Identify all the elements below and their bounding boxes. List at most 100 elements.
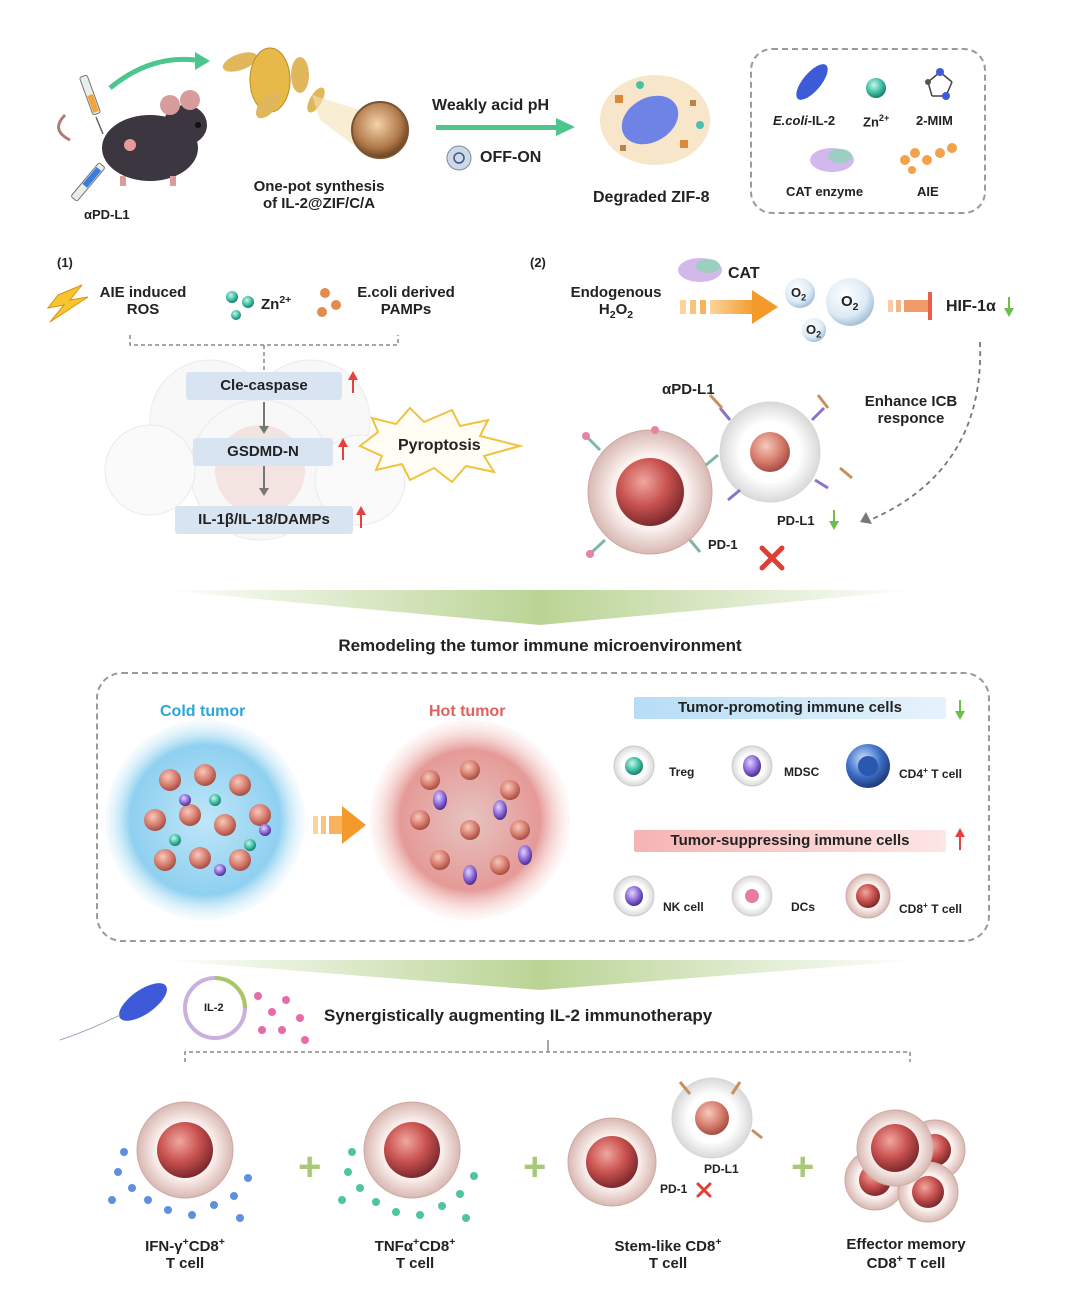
transition-funnel <box>160 590 920 625</box>
ifn-sup: + <box>182 1236 189 1248</box>
2-mim-molecule-icon <box>925 68 953 100</box>
o2-label: O2 <box>806 322 821 340</box>
cold-tumor-cells <box>144 764 271 876</box>
nk-cell-label: NK cell <box>663 900 704 914</box>
cross-icon <box>696 1182 712 1198</box>
stem-like-line: Stem-like CD8+ <box>580 1236 756 1255</box>
il-2-particles <box>254 992 309 1044</box>
dcs-label: DCs <box>791 900 816 914</box>
stem-like-sup: + <box>715 1236 722 1248</box>
cd8-sup: + <box>896 1253 903 1265</box>
plus-icon: + <box>298 1145 321 1189</box>
effector-memory-line: Effector memory <box>846 1236 966 1253</box>
hif1a-label: HIF-1α <box>946 298 996 315</box>
plus-icon: + <box>523 1145 546 1189</box>
effector-memory-cells-icon <box>844 1109 966 1223</box>
o-text: O <box>791 285 802 300</box>
injection-arrow <box>108 56 196 90</box>
arrowhead-icon <box>556 118 575 136</box>
legend-cat-label: CAT enzyme <box>786 184 864 199</box>
panel-2-tag: (2) <box>530 255 546 270</box>
off-on-label: OFF-ON <box>480 149 542 166</box>
syringe-icon <box>79 74 104 135</box>
components-legend-box <box>750 48 986 214</box>
plus-icon: + <box>791 1145 814 1189</box>
aie-molecule-icon <box>900 143 957 174</box>
o2-label: O2 <box>841 293 859 313</box>
synthesis-line: One-pot synthesis <box>253 178 385 195</box>
panel-1-tag: (1) <box>57 255 73 270</box>
tnf-line: TNFα+CD8+ <box>340 1236 490 1255</box>
tumor-promoting-band: Tumor-promoting immune cells <box>634 697 946 719</box>
pamps-line: E.coli derived <box>357 284 455 301</box>
legend-zinc-label: Zn2+ <box>863 113 889 129</box>
cle-caspase-box: Cle-caspase <box>186 372 342 400</box>
ecoli-icon <box>119 983 167 1021</box>
receptor-icon <box>586 436 719 554</box>
pd-1-label: PD-1 <box>660 1182 688 1196</box>
oxygen-bubble <box>785 278 815 308</box>
cat-enzyme-icon <box>810 148 854 172</box>
cat-label: CAT <box>728 265 760 282</box>
ifn-gamma-particles <box>108 1148 252 1222</box>
o-sub: 2 <box>816 329 822 340</box>
tme-box <box>96 672 990 942</box>
tumor-suppressing-band: Tumor-suppressing immune cells <box>634 830 946 852</box>
bracket-dashed <box>129 335 399 346</box>
o-sub: 2 <box>852 301 859 313</box>
zn-text: Zn <box>261 296 280 313</box>
degraded-zif8-icon <box>600 75 710 165</box>
legend-ecoli-italic: E.coli <box>773 113 808 128</box>
reaction-arrow <box>436 125 556 130</box>
hot-tumor-label: Hot tumor <box>429 703 506 720</box>
cd8-t-cell-label: CD8+ T cell <box>899 900 962 916</box>
remodeling-title: Remodeling the tumor immune microenviron… <box>338 636 742 655</box>
stem-like-text: Stem-like CD8 <box>614 1238 716 1255</box>
hot-tumor-cells <box>410 760 532 885</box>
arrowhead-icon <box>195 52 210 70</box>
cold-tumor-icon <box>105 720 305 920</box>
bracket-dashed <box>184 1051 911 1062</box>
cd8-sup: + <box>218 1236 225 1248</box>
burst-icon <box>358 406 524 484</box>
tnf-cd8-label: TNFα+CD8+ T cell <box>340 1236 490 1272</box>
inhibition-arrow <box>888 292 932 320</box>
lightning-icon <box>46 284 89 323</box>
orange-arrow <box>313 806 366 844</box>
synthesis-label: One-pot synthesis of IL-2@ZIF/C/A <box>228 178 410 212</box>
o-text: O <box>841 293 853 310</box>
up-arrow-icon <box>348 371 358 393</box>
pyroptosis-label: Pyroptosis <box>398 437 481 454</box>
degraded-zif8-label: Degraded ZIF-8 <box>593 189 710 206</box>
gsdmd-n-box: GSDMD-N <box>193 438 333 466</box>
pamps-icon <box>317 288 341 317</box>
oxygen-bubble <box>826 278 874 326</box>
ifn-cd8-label: IFN-γ+CD8+ T cell <box>110 1236 260 1272</box>
zn-sup: 2+ <box>279 294 292 306</box>
cd4-text: CD4 <box>899 767 924 781</box>
zinc-label: Zn2+ <box>261 294 291 313</box>
up-arrow-icon <box>356 506 366 528</box>
cd8-text: CD8 <box>419 1238 450 1255</box>
pd-1-label: PD-1 <box>708 537 738 552</box>
pd-l1-label: PD-L1 <box>777 513 815 528</box>
ligand-icon <box>718 406 829 502</box>
t-cell-suffix: T cell <box>902 1255 946 1272</box>
cd8-text: CD8 <box>866 1255 897 1272</box>
pamps-label: E.coli derived PAMPs <box>346 284 466 318</box>
h-sub: 2 <box>609 309 616 321</box>
cat-enzyme-icon <box>678 258 722 282</box>
aie-line: ROS <box>126 301 160 318</box>
tnf-sup: + <box>413 1236 420 1248</box>
tnf-text: TNFα <box>374 1238 414 1255</box>
o2-label: O2 <box>791 285 806 303</box>
endogenous-line: Endogenous <box>570 284 662 301</box>
treg-label: Treg <box>669 765 695 779</box>
legend-ecoli-label: E.coli-IL-2 <box>773 113 835 128</box>
tnf-alpha-particles <box>338 1148 478 1222</box>
zn-sup: 2+ <box>878 113 890 123</box>
synthesis-line: of IL-2@ZIF/C/A <box>262 195 376 212</box>
ecoli-icon <box>796 64 828 100</box>
oxygen-bubble <box>802 318 826 342</box>
